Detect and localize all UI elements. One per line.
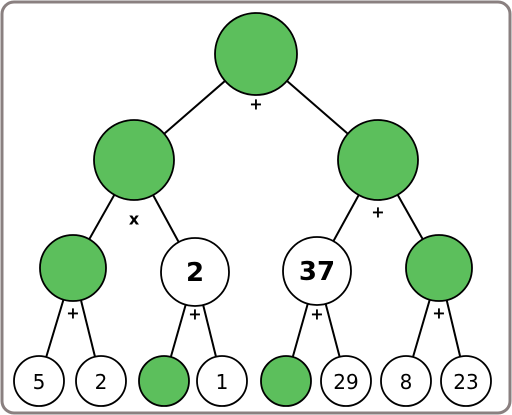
tree-node-lrl xyxy=(138,355,190,407)
node-value-label: 37 xyxy=(299,257,335,287)
filled-node-circle xyxy=(39,234,107,302)
node-value-label: 23 xyxy=(453,370,478,394)
tree-node-r xyxy=(337,119,419,201)
node-value-label: 2 xyxy=(186,258,204,288)
value-node-circle xyxy=(380,355,432,407)
nodes-layer: 2 37 5 2 1 29 8 23 xyxy=(13,12,492,407)
tree-node-lll: 5 xyxy=(13,355,65,407)
operator-label-l: x xyxy=(129,210,140,229)
value-node-circle xyxy=(75,355,127,407)
tree-node-ll xyxy=(39,234,107,302)
value-node-circle xyxy=(160,237,230,307)
tree-node-rll xyxy=(260,355,312,407)
filled-node-circle xyxy=(405,234,473,302)
value-node-circle xyxy=(282,236,352,306)
filled-node-circle xyxy=(93,119,175,201)
tree-node-rlr: 29 xyxy=(320,355,372,407)
filled-node-circle xyxy=(337,119,419,201)
filled-node-circle xyxy=(214,12,298,96)
tree-node-rl: 37 xyxy=(282,236,352,306)
node-value-label: 1 xyxy=(216,370,229,394)
value-node-circle xyxy=(440,355,492,407)
tree-node-llr: 2 xyxy=(75,355,127,407)
filled-node-circle xyxy=(138,355,190,407)
node-value-label: 2 xyxy=(95,370,108,394)
node-value-label: 5 xyxy=(33,370,46,394)
tree-node-rrr: 23 xyxy=(440,355,492,407)
operator-label-rl: + xyxy=(310,305,323,324)
tree-node-lr: 2 xyxy=(160,237,230,307)
operator-label-r: + xyxy=(371,203,384,222)
tree-node-rr xyxy=(405,234,473,302)
operators-layer: + x + + + + + xyxy=(66,95,445,324)
operator-label-rr: + xyxy=(432,304,445,323)
tree-node-rrl: 8 xyxy=(380,355,432,407)
node-value-label: 29 xyxy=(333,370,358,394)
value-node-circle xyxy=(196,355,248,407)
operator-label-root: + xyxy=(249,95,262,114)
tree-node-root xyxy=(214,12,298,96)
operator-label-lr: + xyxy=(188,305,201,324)
node-value-label: 8 xyxy=(400,370,413,394)
tree-node-l xyxy=(93,119,175,201)
filled-node-circle xyxy=(260,355,312,407)
tree-node-lrr: 1 xyxy=(196,355,248,407)
value-node-circle xyxy=(13,355,65,407)
value-node-circle xyxy=(320,355,372,407)
operator-label-ll: + xyxy=(66,304,79,323)
